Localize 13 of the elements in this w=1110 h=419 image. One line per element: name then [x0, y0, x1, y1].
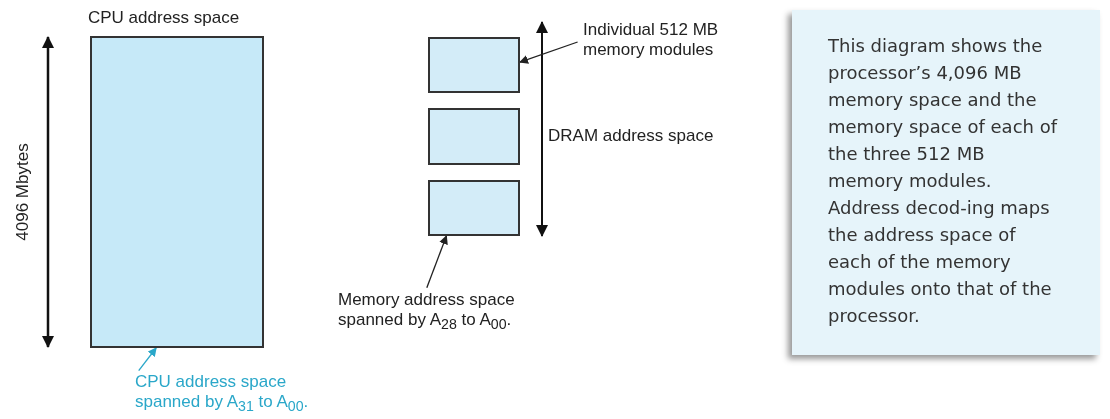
- memory-module-box: [428, 180, 520, 236]
- memory-module-box: [428, 37, 520, 93]
- memory-module-box: [428, 108, 520, 165]
- callout-text: CPU address space spanned by A$_{31}$ to A$_{00}$.: [135, 372, 320, 417]
- leader-line: [138, 347, 157, 372]
- dimension-label: DRAM address space: [548, 126, 714, 146]
- leader-line: [426, 235, 448, 289]
- note-panel: This diagram shows the processor’s 4,096 MB memory space and the memory space of each of the three 512 MB memory modules. Address decod-ing maps the address space of each of the memory modules onto that of the processor.: [792, 10, 1100, 355]
- dimension-label: 4096 Mbytes: [12, 143, 33, 241]
- callout-text: Memory address space spanned by A$_{28}$ to A$_{00}$.: [338, 290, 578, 335]
- leader-line: [519, 41, 579, 64]
- box-heading: CPU address space: [88, 8, 240, 28]
- callout-text: Individual 512 MB memory modules: [583, 20, 763, 60]
